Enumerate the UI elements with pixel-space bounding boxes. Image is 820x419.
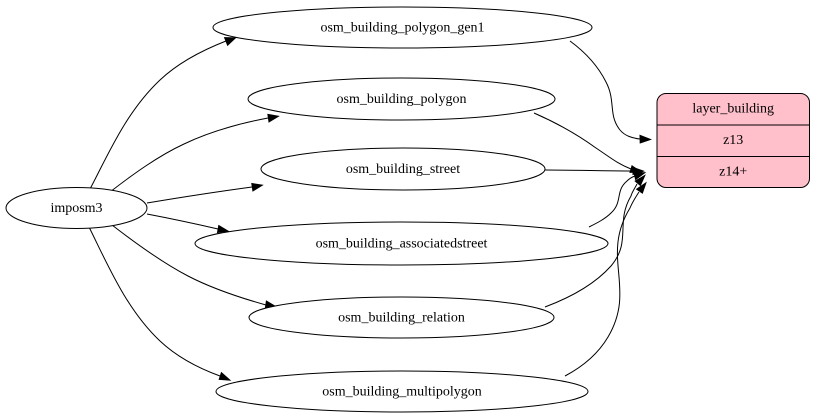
node-osm-building-street[interactable]: osm_building_street xyxy=(260,147,546,191)
edge-polygon-to-z14plus xyxy=(533,112,643,173)
node-osm-building-associatedstreet-label: osm_building_associatedstreet xyxy=(316,237,488,252)
edge-imposm3-to-polygon-gen1 xyxy=(89,37,237,190)
edge-relation-to-z14plus xyxy=(544,174,646,308)
node-osm-building-multipolygon-label: osm_building_multipolygon xyxy=(322,385,481,400)
node-osm-building-street-label: osm_building_street xyxy=(346,162,460,177)
node-osm-building-relation-ellipse[interactable] xyxy=(248,296,555,339)
node-osm-building-associatedstreet-ellipse[interactable] xyxy=(194,221,609,266)
edge-group-layer xyxy=(533,40,652,377)
edge-associatedstreet-to-z14plus xyxy=(588,172,647,228)
layer-building-row-z13[interactable]: z13 xyxy=(723,133,743,148)
node-osm-building-associatedstreet[interactable]: osm_building_associatedstreet xyxy=(194,221,609,266)
node-osm-building-relation[interactable]: osm_building_relation xyxy=(248,296,555,339)
edge-group-source xyxy=(88,37,280,381)
node-osm-building-polygon[interactable]: osm_building_polygon xyxy=(247,77,556,121)
node-osm-building-relation-label: osm_building_relation xyxy=(338,311,465,326)
node-imposm3[interactable]: imposm3 xyxy=(5,187,148,229)
node-imposm3-label: imposm3 xyxy=(50,201,102,216)
node-osm-building-polygon-label: osm_building_polygon xyxy=(337,92,467,107)
node-osm-building-polygon-ellipse[interactable] xyxy=(247,77,556,121)
node-layer-building[interactable]: layer_building z13 z14+ xyxy=(656,93,810,188)
edge-polygon-gen1-to-z13 xyxy=(569,40,652,144)
layer-building-box[interactable] xyxy=(656,93,810,188)
layer-building-row-name[interactable]: layer_building xyxy=(692,102,774,117)
edge-imposm3-to-street xyxy=(146,182,264,204)
node-osm-building-polygon-gen1-label: osm_building_polygon_gen1 xyxy=(320,21,484,36)
node-imposm3-ellipse[interactable] xyxy=(5,187,148,229)
edge-imposm3-to-polygon xyxy=(109,113,280,193)
node-osm-building-multipolygon-ellipse[interactable] xyxy=(215,370,589,413)
edge-multipolygon-to-z14plus xyxy=(564,181,647,377)
layer-building-row-z14plus[interactable]: z14+ xyxy=(719,165,747,180)
node-osm-building-polygon-gen1[interactable]: osm_building_polygon_gen1 xyxy=(212,6,593,49)
node-osm-building-multipolygon[interactable]: osm_building_multipolygon xyxy=(215,370,589,413)
edge-imposm3-to-associatedstreet xyxy=(146,213,230,234)
node-osm-building-polygon-gen1-ellipse[interactable] xyxy=(212,6,593,49)
node-osm-building-street-ellipse[interactable] xyxy=(260,147,546,191)
edge-imposm3-to-multipolygon xyxy=(88,226,232,381)
